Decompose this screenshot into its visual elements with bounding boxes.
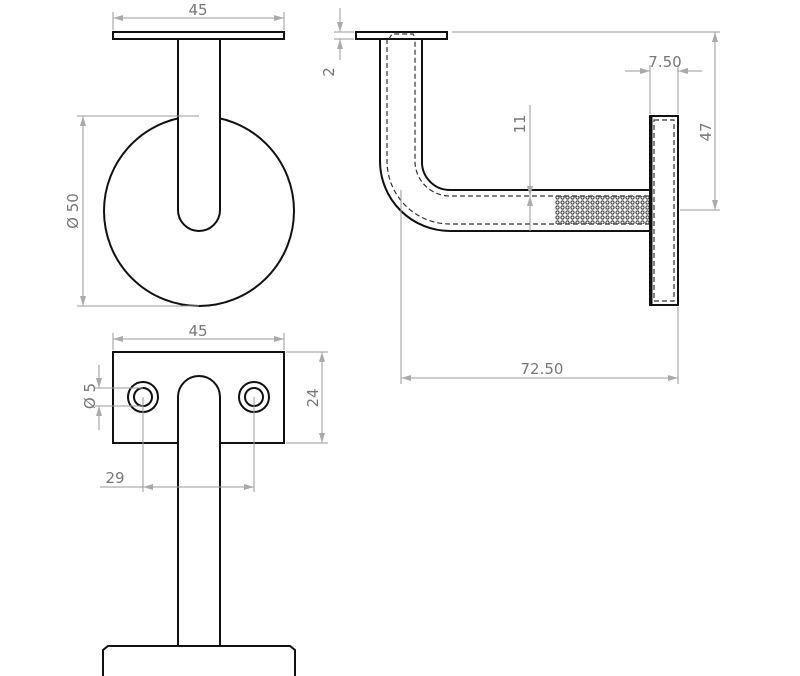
- dim-rose-diameter: Ø 50: [64, 193, 82, 229]
- dim-plate-height: 24: [304, 388, 322, 407]
- dim-bar-diameter: 11: [511, 114, 529, 133]
- dim-hole-diameter: Ø 5: [81, 383, 99, 409]
- dim-projection: 72.50: [521, 360, 564, 378]
- knurled-thread: [555, 196, 665, 224]
- plan-view: 45 24 Ø 5 29: [81, 322, 328, 676]
- dim-plate-thickness: 2: [320, 67, 338, 77]
- stem: [177, 39, 221, 232]
- dim-front-plate-width: 45: [188, 1, 207, 19]
- front-view: 45 Ø 50: [64, 1, 295, 307]
- top-plate: [112, 31, 285, 40]
- top-plate: [355, 31, 448, 40]
- dim-rose-thickness: 7.50: [648, 53, 681, 71]
- base-plate: [102, 645, 296, 676]
- stem: [177, 375, 221, 646]
- side-view: 2 47 7.50 11 72.50: [320, 8, 720, 384]
- dim-height: 47: [697, 122, 715, 141]
- dim-plan-plate-width: 45: [188, 322, 207, 340]
- dim-hole-spacing: 29: [105, 469, 124, 487]
